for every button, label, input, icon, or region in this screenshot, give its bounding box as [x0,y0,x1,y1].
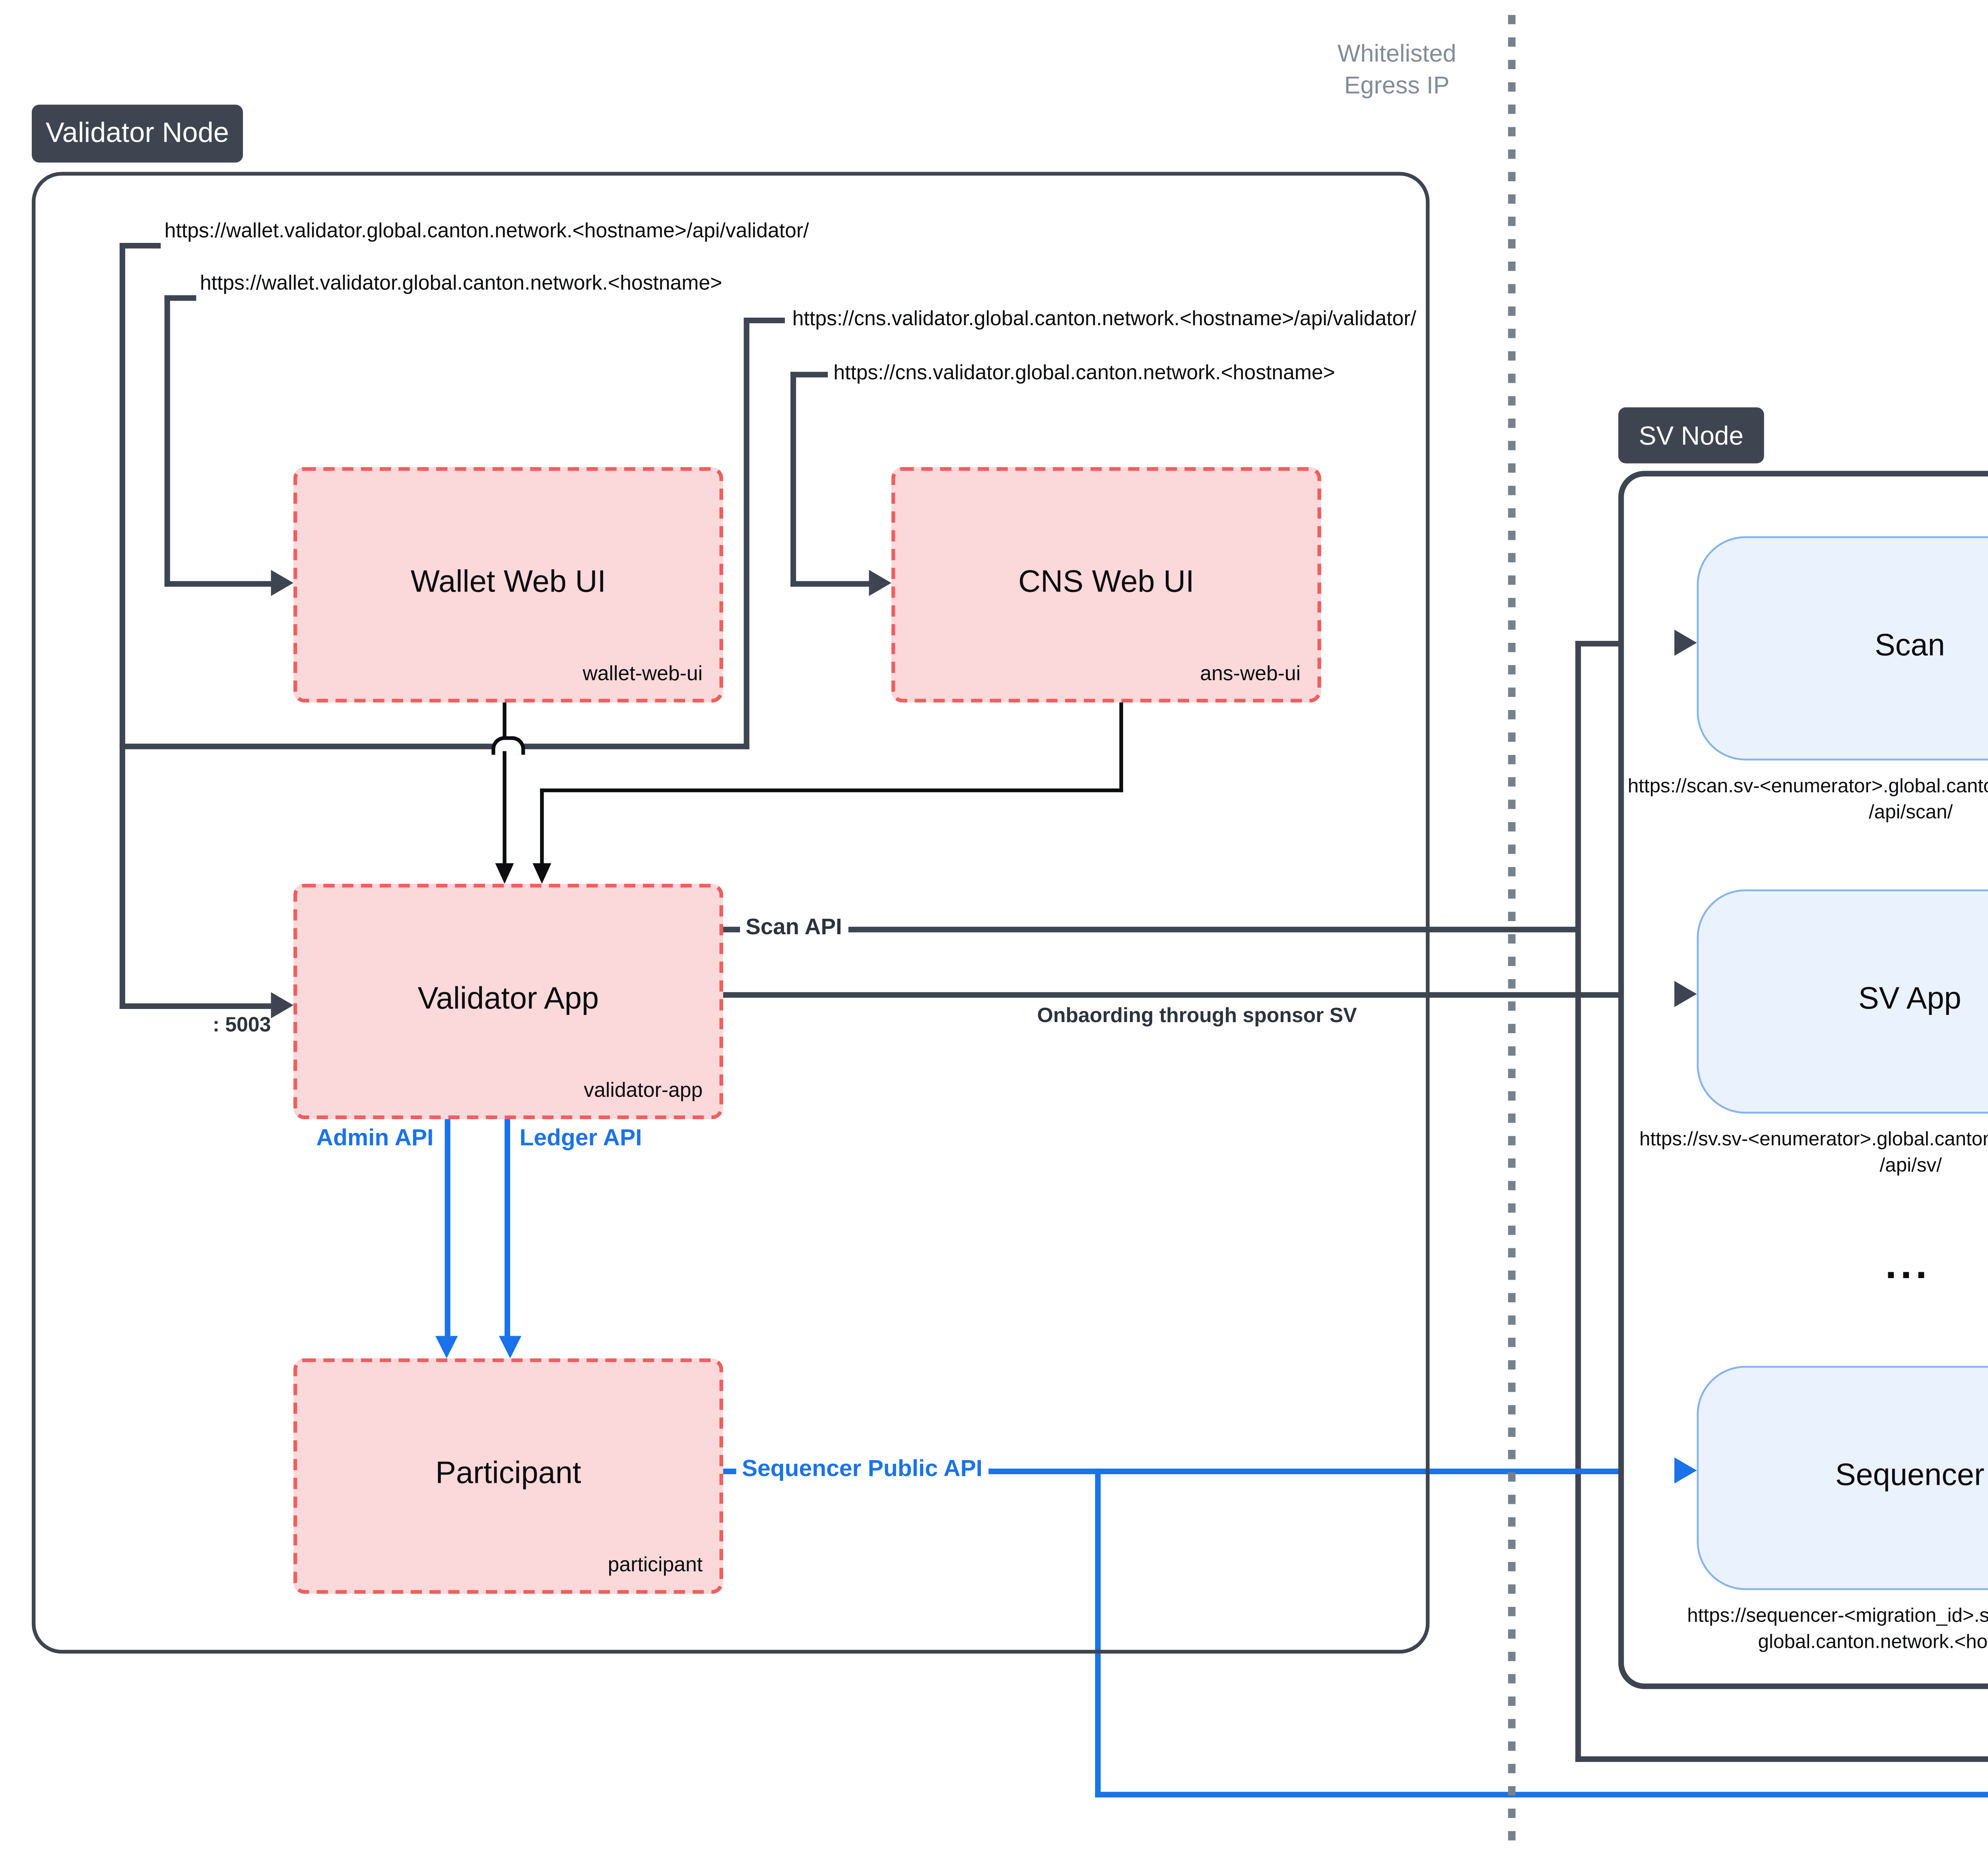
edge-scan-api-v1 [1575,641,1581,1762]
edge-wallet-ui-in [164,581,271,587]
edge-validator-app-in [119,1003,271,1009]
edge-cns-api-tick [744,317,785,324]
validator-node-label: Validator Node [31,105,243,163]
sequencer-public-api-label: Sequencer Public API [736,1455,988,1482]
sv1-svapp-title: SV App [1858,982,1961,1016]
arrowhead-admin-api [435,1336,458,1358]
url-wallet-api: https://wallet.validator.global.canton.n… [164,220,809,243]
edge-cnsui-validatorapp-v2 [540,788,544,865]
cns-web-ui-box: CNS Web UI ans-web-ui [891,467,1321,703]
edge-cnsui-validatorapp-h [540,788,1123,792]
participant-title: Participant [435,1457,581,1491]
edge-scan-api-bottom [1575,1756,1988,1762]
validator-node-box [31,172,1430,1654]
url-wallet-ui: https://wallet.validator.global.canton.n… [200,273,722,295]
port-5003-label: : 5003 [212,1015,271,1037]
arrowhead-into-sequencer1 [1674,1457,1697,1484]
edge-wallet-api-vertical [119,243,125,1009]
arrowhead-into-cns-ui [869,570,891,596]
edge-cnsui-validatorapp-v1 [1119,695,1123,792]
sv1-scan-url-2: /api/scan/ [1869,801,1953,824]
edge-walletui-validatorapp-1 [503,695,507,738]
sv1-sequencer-url-1: https://sequencer-<migration_id>.sv-<enu… [1687,1605,1988,1628]
edge-ledger-api [505,1112,511,1338]
validator-app-box: Validator App validator-app [293,884,723,1119]
url-cns-api: https://cns.validator.global.canton.netw… [792,308,1417,331]
edge-seq-api-branch-v [1095,1469,1101,1798]
wallet-web-ui-box: Wallet Web UI wallet-web-ui [293,467,723,703]
participant-sublabel: participant [608,1554,703,1577]
sv1-svapp-url-1: https://sv.sv-<enumerator>.global.canton… [1639,1128,1988,1151]
arrowhead-into-wallet-ui [271,570,293,596]
sv1-scan-title: Scan [1874,629,1945,663]
edge-wallet-ui-tick [164,295,196,301]
edge-merge-horizontal [119,743,749,749]
line-hop [491,736,525,755]
edge-admin-api [445,1112,450,1338]
edge-onboarding-h [716,992,1675,998]
arrowhead-cns-to-app [532,863,551,884]
sv1-scan-url-1: https://scan.sv-<enumerator>.global.cant… [1627,775,1988,798]
ledger-api-label: Ledger API [519,1125,642,1151]
sv-node-1-label: SV Node [1618,407,1764,464]
sv1-svapp-url: https://sv.sv-<enumerator>.global.canton… [1626,1127,1988,1179]
sv1-svapp-url-2: /api/sv/ [1879,1154,1942,1177]
cns-web-ui-title: CNS Web UI [1018,565,1194,599]
sv1-ellipsis: ... [1885,1240,1931,1288]
sv1-sequencer-title: Sequencer [1835,1459,1984,1493]
edge-wallet-ui-vertical [164,295,170,587]
sv1-scan-box: Scan [1697,536,1988,760]
edge-wallet-api-tick [119,243,161,249]
wallet-web-ui-sublabel: wallet-web-ui [582,663,703,686]
arrowhead-ledger-api [499,1336,522,1358]
egress-label-line2: Egress IP [1344,71,1450,99]
sv1-sequencer-url: https://sequencer-<migration_id>.sv-<enu… [1626,1603,1988,1656]
wallet-web-ui-title: Wallet Web UI [410,565,606,599]
sv1-svapp-box: SV App [1697,889,1988,1114]
egress-label-line1: Whitelisted [1337,39,1456,68]
scan-api-label: Scan API [740,914,848,940]
onboarding-label: Onbaording through sponsor SV [1037,1005,1357,1028]
participant-box: Participant participant [293,1358,723,1594]
sv1-sequencer-url-2: global.canton.network.<hostname> [1758,1631,1988,1654]
arrowhead-into-validator-app [271,992,293,1019]
arrowhead-into-scan1 [1674,629,1697,656]
arrowhead-wallet-to-app [495,863,514,884]
arrowhead-into-svapp1 [1674,981,1697,1007]
url-cns-ui: https://cns.validator.global.canton.netw… [833,362,1335,385]
sv1-scan-url: https://scan.sv-<enumerator>.global.cant… [1626,774,1988,826]
edge-cns-api-vertical [744,317,749,749]
edge-seq-api-bottom [1095,1792,1988,1798]
edge-cns-ui-in [790,581,869,587]
cns-web-ui-sublabel: ans-web-ui [1200,663,1301,686]
egress-boundary-line [1508,15,1516,1841]
admin-api-label: Admin API [316,1125,434,1151]
validator-app-title: Validator App [417,982,599,1016]
edge-cns-ui-vertical [790,372,796,587]
edge-scan-api-h [716,927,1579,933]
edge-cns-ui-tick [790,372,828,378]
egress-boundary-label: Whitelisted Egress IP [1308,37,1486,101]
edge-walletui-validatorapp-2 [503,751,507,865]
sv1-sequencer-box: Sequencer [1697,1366,1988,1590]
validator-app-sublabel: validator-app [584,1080,703,1102]
